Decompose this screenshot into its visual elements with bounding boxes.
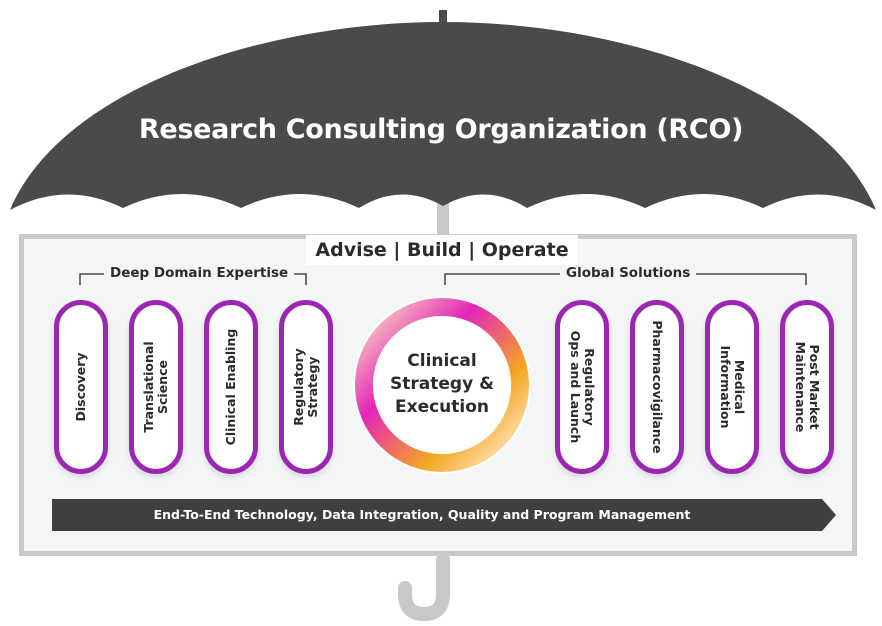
umbrella-handle	[398, 553, 450, 622]
ring-gradient	[355, 298, 529, 472]
ring-inner	[373, 316, 511, 454]
pill-discovery: Discovery	[54, 300, 108, 474]
right-group-label: Global Solutions	[560, 265, 697, 281]
pill-medical-information: Medical Information	[705, 300, 759, 474]
left-group-label: Deep Domain Expertise	[104, 265, 295, 281]
umbrella-title: Research Consulting Organization (RCO)	[138, 114, 744, 145]
pill-translational-science: Translational Science	[129, 300, 183, 474]
center-label: Clinical Strategy & Execution	[390, 351, 494, 417]
bottom-arrow-label: End-To-End Technology, Data Integration,…	[153, 507, 691, 522]
umbrella-tip	[439, 10, 447, 24]
pill-pharmacovigilance: Pharmacovigilance	[630, 300, 684, 474]
pill-post-market: Post Market Maintenance	[780, 300, 834, 474]
pill-regulatory-strategy: Regulatory Strategy	[279, 300, 333, 474]
pill-clinical-enabling: Clinical Enabling	[204, 300, 258, 474]
pill-regulatory-ops: Regulatory Ops and Launch	[555, 300, 609, 474]
umbrella-canopy	[10, 22, 876, 210]
frame-title: Advise | Build | Operate	[306, 235, 578, 265]
bottom-arrow-shape	[52, 499, 836, 531]
